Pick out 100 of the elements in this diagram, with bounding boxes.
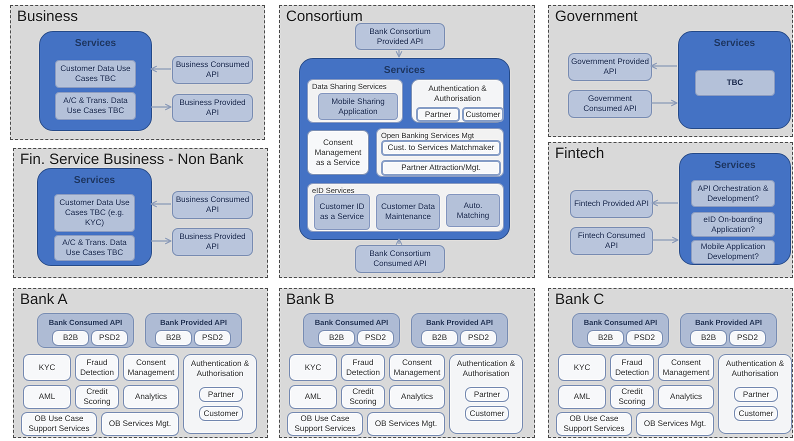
- box-label: B2B: [328, 333, 346, 343]
- box-label: AML: [304, 392, 322, 402]
- box-label: OB Use Case Support Services: [562, 414, 626, 434]
- panel-title: Services: [382, 64, 426, 78]
- service-box: [556, 412, 632, 436]
- group-title: Authentication & Authorisation: [456, 359, 516, 379]
- arrow: [150, 66, 171, 72]
- arrow: [151, 238, 172, 244]
- box-label: Fraud Detection: [79, 358, 115, 378]
- box-label: Business Consumed API: [174, 60, 250, 80]
- box-label: Analytics: [134, 392, 168, 402]
- box-label: OB Services Mgt.: [108, 419, 172, 429]
- section-title: Fin. Service Business - Non Bank: [20, 151, 244, 169]
- box-label: Customer: [468, 408, 506, 418]
- service-box: [381, 160, 501, 176]
- services-panel: [39, 31, 152, 131]
- service-box: [691, 212, 775, 237]
- arrow: [396, 238, 402, 246]
- api-box: [355, 245, 445, 273]
- box-label: Credit Scoring: [348, 387, 378, 407]
- service-box: [21, 412, 97, 436]
- api-box: [172, 94, 253, 122]
- box-label: A/C & Trans. Data Use Cases TBC: [61, 238, 128, 258]
- api-group-panel: [37, 313, 134, 348]
- section-title: Bank B: [286, 291, 334, 309]
- api-box: [355, 23, 445, 50]
- box-label: PSD2: [364, 333, 387, 343]
- box-label: Bank Consortium Consumed API: [368, 249, 432, 269]
- box-label: TBC: [726, 78, 744, 88]
- box-label: OB Services Mgt.: [374, 419, 438, 429]
- box-label: AML: [38, 392, 56, 402]
- box-label: AML: [572, 392, 592, 402]
- service-box: [587, 330, 624, 346]
- box-label: Government Consumed API: [582, 94, 638, 114]
- service-box: [446, 194, 500, 227]
- box-label: Customer Data Use Cases TBC (e.g. KYC): [58, 198, 131, 228]
- services-panel: [679, 153, 791, 265]
- box-label: KYC: [572, 362, 592, 372]
- service-box: [289, 385, 337, 409]
- section-panel: [548, 5, 793, 137]
- service-box: [376, 194, 440, 230]
- box-label: Customer Data Maintenance: [380, 202, 436, 222]
- box-label: Consent Management: [392, 358, 442, 378]
- box-label: B2B: [430, 333, 448, 343]
- section-panel: [279, 5, 535, 278]
- box-label: API Orchestration & Development?: [696, 184, 770, 204]
- box-label: Business Consumed API: [174, 195, 250, 215]
- section-panel: [13, 288, 268, 438]
- section-panel: [10, 5, 265, 140]
- service-box: [287, 412, 363, 436]
- box-label: Customer Data Use Cases TBC: [59, 64, 132, 84]
- service-box: [416, 107, 460, 122]
- service-box: [55, 92, 136, 120]
- box-label: B2B: [596, 333, 614, 343]
- section-title: Bank C: [555, 291, 604, 309]
- panel-title: Services: [713, 159, 757, 173]
- box-label: Partner: [424, 110, 452, 120]
- service-box: [155, 330, 192, 346]
- service-group-panel: [183, 354, 257, 434]
- box-label: Customer: [202, 408, 240, 418]
- service-box: [199, 406, 243, 421]
- section-title: Consortium: [286, 8, 363, 26]
- service-box: [307, 130, 369, 175]
- box-label: Bank Consortium Provided API: [368, 26, 432, 46]
- service-box: [341, 385, 385, 409]
- service-box: [610, 354, 654, 381]
- service-box: [54, 235, 135, 261]
- box-label: PSD2: [98, 333, 121, 343]
- box-label: Consent Management: [126, 358, 176, 378]
- service-box: [357, 330, 394, 346]
- box-label: Government Provided API: [570, 57, 650, 77]
- service-group-panel: [718, 354, 792, 434]
- api-box: [172, 56, 253, 84]
- box-label: Auto. Matching: [456, 200, 490, 220]
- arrow: [651, 100, 678, 106]
- service-box: [421, 330, 458, 346]
- api-box: [570, 190, 653, 218]
- box-label: B2B: [700, 333, 718, 343]
- api-box: [568, 90, 652, 118]
- service-box: [314, 194, 370, 230]
- box-label: Partner: [742, 390, 770, 400]
- box-label: Analytics: [400, 392, 434, 402]
- service-box: [465, 406, 509, 421]
- services-panel: [299, 58, 510, 240]
- service-box: [55, 60, 136, 88]
- box-label: Analytics: [668, 392, 703, 402]
- box-label: Fintech Provided API: [573, 199, 650, 209]
- service-group-panel: [411, 79, 504, 123]
- service-box: [341, 354, 385, 381]
- box-label: Mobile Sharing Application: [330, 96, 386, 116]
- box-label: Partner: [472, 390, 502, 400]
- group-title: Authentication & Authorisation: [190, 359, 250, 379]
- service-box: [123, 385, 179, 409]
- box-label: PSD2: [633, 333, 656, 343]
- service-box: [658, 385, 714, 409]
- service-box: [465, 387, 509, 402]
- service-box: [23, 354, 71, 381]
- service-box: [23, 385, 71, 409]
- box-label: Partner: [206, 390, 236, 400]
- box-label: Mobile Application Development?: [700, 242, 766, 262]
